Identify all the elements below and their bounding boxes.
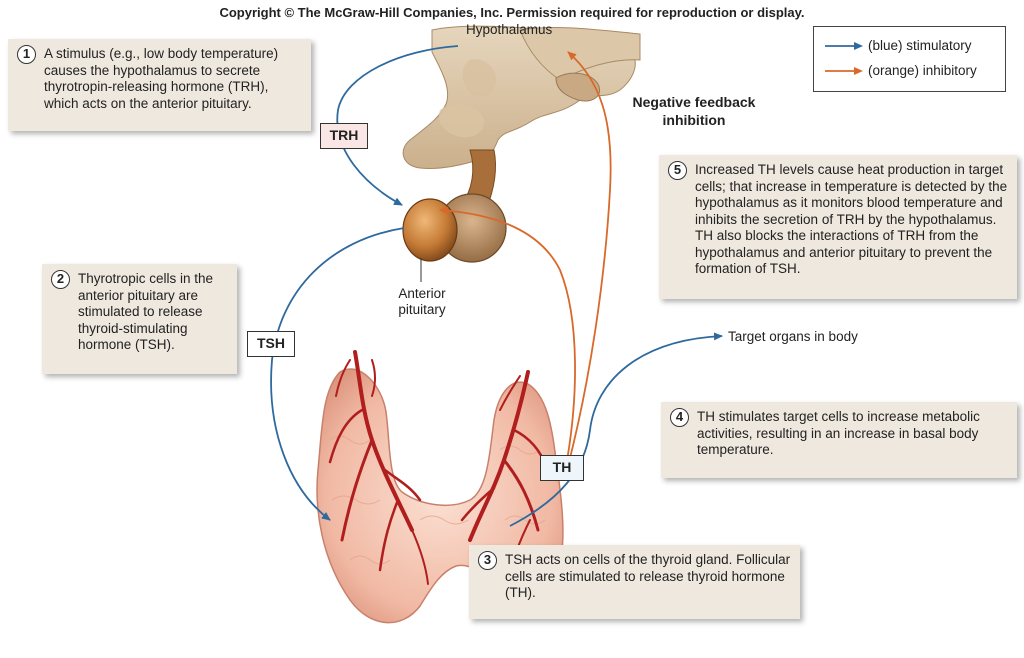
legend-stimulatory-label: (blue) stimulatory — [868, 38, 972, 53]
blue-arrow-icon — [825, 42, 863, 51]
orange-arrow-icon — [825, 67, 863, 76]
anterior-pituitary-label: Anterior pituitary — [398, 286, 446, 317]
step-4-box: 4 TH stimulates target cells to increase… — [661, 402, 1017, 478]
negative-feedback-label: Negative feedback inhibition — [632, 94, 756, 128]
step-5-number: 5 — [668, 161, 687, 180]
step-2-text: Thyrotropic cells in the anterior pituit… — [78, 271, 214, 352]
step-1-text: A stimulus (e.g., low body temperature) … — [44, 46, 279, 111]
copyright-notice: Copyright © The McGraw-Hill Companies, I… — [219, 5, 805, 20]
th-tag: TH — [540, 455, 584, 481]
step-4-text: TH stimulates target cells to increase m… — [697, 409, 980, 457]
step-1-number: 1 — [17, 45, 36, 64]
legend-inhibitory-label: (orange) inhibitory — [868, 63, 977, 78]
legend-stimulatory: (blue) stimulatory — [824, 37, 972, 55]
stimulatory-arrows — [270, 45, 723, 527]
step-3-text: TSH acts on cells of the thyroid gland. … — [505, 552, 791, 600]
step-5-text: Increased TH levels cause heat productio… — [695, 162, 1008, 276]
legend: (blue) stimulatory (orange) inhibitory — [813, 26, 1006, 92]
step-2-number: 2 — [51, 270, 70, 289]
anterior-pituitary — [402, 198, 458, 262]
hypothalamus-label: Hypothalamus — [466, 22, 553, 37]
step-5-box: 5 Increased TH levels cause heat product… — [659, 155, 1017, 299]
tsh-tag: TSH — [247, 331, 295, 357]
target-organs-label: Target organs in body — [728, 329, 858, 344]
step-1-box: 1 A stimulus (e.g., low body temperature… — [8, 39, 311, 131]
step-3-box: 3 TSH acts on cells of the thyroid gland… — [469, 545, 800, 619]
trh-tag: TRH — [320, 123, 368, 149]
step-3-number: 3 — [478, 551, 497, 570]
step-2-box: 2 Thyrotropic cells in the anterior pitu… — [42, 264, 237, 374]
inhibitory-arrows — [439, 51, 612, 467]
legend-inhibitory: (orange) inhibitory — [824, 62, 977, 80]
step-4-number: 4 — [670, 408, 689, 427]
